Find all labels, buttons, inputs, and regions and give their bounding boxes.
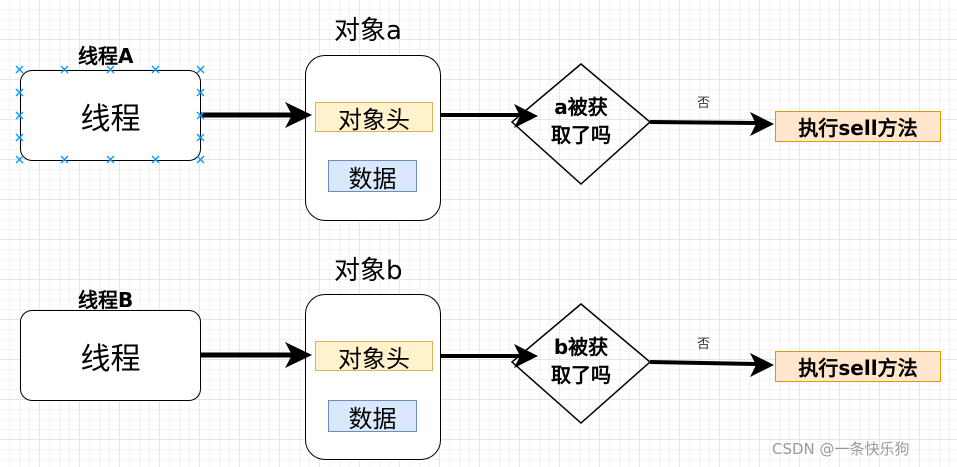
object-a-header-label: 对象头 <box>338 105 410 134</box>
handle-x-icon <box>60 65 69 74</box>
arrow-thread-a-to-object-a[interactable] <box>201 102 312 128</box>
thread-b-title: 线程B <box>78 288 134 312</box>
action-b-box[interactable]: 执行sell方法 <box>775 351 941 382</box>
handle-x-icon <box>151 155 160 164</box>
decision-b-text: b被获 取了吗 <box>541 323 621 399</box>
decision-a-text: a被获 取了吗 <box>541 83 621 159</box>
handle-x-icon <box>15 65 24 74</box>
thread-a-selection-handles[interactable] <box>15 65 205 164</box>
object-b-title: 对象b <box>334 256 403 286</box>
arrow-decision-b-to-action-b[interactable] <box>649 353 774 377</box>
handle-x-icon <box>15 88 24 97</box>
action-b-label: 执行sell方法 <box>798 356 918 380</box>
decision-a-diamond[interactable] <box>510 63 652 186</box>
decision-b-line1: b被获 <box>553 335 609 359</box>
handle-x-icon <box>106 65 115 74</box>
handle-x-icon <box>196 111 205 120</box>
object-b-header-label: 对象头 <box>338 344 410 373</box>
handle-x-icon <box>196 65 205 74</box>
decision-b-line2: 取了吗 <box>551 363 611 387</box>
object-a-data-label: 数据 <box>348 164 397 193</box>
object-a-box[interactable] <box>305 55 441 221</box>
action-a-box[interactable]: 执行sell方法 <box>775 111 941 142</box>
thread-b-label: 线程 <box>80 341 141 377</box>
arrow-object-a-to-decision-a[interactable] <box>441 104 538 128</box>
edge-b-no-label: 否 <box>697 337 711 352</box>
handle-x-icon <box>196 88 205 97</box>
object-a-data[interactable]: 数据 <box>328 160 417 193</box>
object-b-box[interactable] <box>305 294 441 460</box>
handle-x-icon <box>15 111 24 120</box>
decision-b-diamond[interactable] <box>510 303 652 425</box>
object-b-data-label: 数据 <box>348 404 397 433</box>
thread-a-box[interactable]: 线程 <box>20 70 201 161</box>
object-a-title: 对象a <box>334 16 402 46</box>
handle-x-icon <box>196 133 205 142</box>
object-b-header[interactable]: 对象头 <box>315 341 433 373</box>
handle-x-icon <box>15 155 24 164</box>
thread-a-title: 线程A <box>78 44 134 68</box>
handle-x-icon <box>151 65 160 74</box>
edge-a-no-label: 否 <box>697 96 711 111</box>
thread-a-label: 线程 <box>80 101 141 137</box>
handle-x-icon <box>15 133 24 142</box>
decision-a-line1: a被获 <box>554 95 608 119</box>
watermark: CSDN @一条快乐狗 <box>772 440 910 458</box>
decision-a-line2: 取了吗 <box>551 123 611 147</box>
arrow-thread-b-to-object-b[interactable] <box>201 342 312 368</box>
action-a-label: 执行sell方法 <box>798 116 918 140</box>
arrow-object-b-to-decision-b[interactable] <box>441 344 538 368</box>
thread-b-box[interactable]: 线程 <box>20 310 201 401</box>
handle-x-icon <box>196 155 205 164</box>
object-a-header[interactable]: 对象头 <box>315 102 433 134</box>
handle-x-icon <box>106 155 115 164</box>
object-b-data[interactable]: 数据 <box>328 400 417 433</box>
arrow-decision-a-to-action-a[interactable] <box>649 112 774 136</box>
handle-x-icon <box>60 155 69 164</box>
